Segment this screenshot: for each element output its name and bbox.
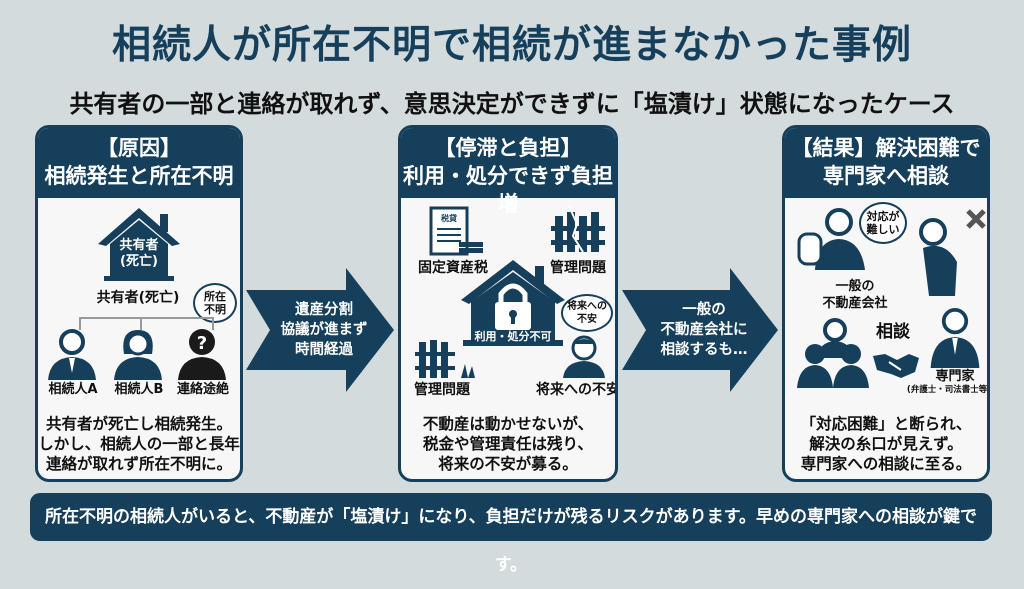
arrow-text: 一般の <box>682 302 726 318</box>
arrow-text: 時間経過 <box>295 342 353 358</box>
owner-label: 共有者(死亡) <box>96 290 180 306</box>
x-mark-icon <box>966 209 986 229</box>
house-label-line2: (死亡) <box>120 254 158 269</box>
svg-text:?: ? <box>197 333 207 354</box>
lock-label: 利用・処分不可 <box>474 330 552 343</box>
heir-label: 相続人B <box>114 382 164 397</box>
panel-header: 【原因】 相続発生と所在不明 <box>38 128 240 198</box>
panel-heading-line2: 相続発生と所在不明 <box>44 164 234 188</box>
bottom-banner: 所在不明の相続人がいると、不動産が「塩漬け」になり、負担だけが残るリスクがありま… <box>30 493 992 575</box>
arrow-shape <box>622 268 778 392</box>
worried-person-icon <box>563 335 605 378</box>
bowing-person-icon <box>919 218 957 296</box>
heir-a-icon <box>48 329 96 380</box>
desc-line: 連絡が取れず所在不明に。 <box>45 455 232 473</box>
agency-label: 一般の 不動産会社 <box>815 278 895 312</box>
heir-label: 相続人A <box>48 382 98 397</box>
expert-sub-label: (弁護士・司法書士等) <box>906 385 990 395</box>
locked-house-icon <box>461 260 565 346</box>
house-label: 共有者 (死亡) <box>106 238 172 270</box>
bubble-line2: 不安 <box>577 314 597 325</box>
cause-panel: 【原因】 相続発生と所在不明 共有者 (死亡) 共有者(死亡) 所在不明 ? 相… <box>35 125 243 482</box>
panel-header: 【停滞と負担】 利用・処分できず負担増 <box>401 128 615 216</box>
flow-arrow: 遺産分割協議が進まず時間経過 <box>246 268 396 392</box>
heir-label: 連絡途絶 <box>176 382 229 397</box>
clients-icon <box>797 318 869 388</box>
panel-heading-line1: 【停滞と負担】 <box>434 136 582 160</box>
heir-b-icon <box>114 330 162 380</box>
arrow-text: 遺産分割 <box>295 302 353 318</box>
panel-description: 不動産は動かせないが、 税金や管理責任は残り、 将来の不安が募る。 <box>401 414 615 474</box>
worry-bubble: 将来への不安 <box>561 294 613 332</box>
desc-line: 将来の不安が募る。 <box>438 455 578 473</box>
desc-line: 不動産は動かせないが、 <box>422 415 594 433</box>
desc-line: 「対応困難」と断られ、 <box>800 415 972 433</box>
bubble-line1: 対応が <box>866 210 900 223</box>
management-label-top: 管理問題 <box>550 260 606 276</box>
bubble-line2: 不明 <box>204 303 226 316</box>
family-tree-lines <box>79 317 214 330</box>
arrow-text: 協議が進まず <box>280 322 368 338</box>
difficult-bubble: 対応が難しい <box>859 202 907 244</box>
management-label-bottom: 管理問題 <box>414 382 470 398</box>
arrow-text: 不動産会社に <box>660 322 748 338</box>
worry-label: 将来への不安 <box>536 382 618 398</box>
unknown-person-icon: ? <box>178 329 226 380</box>
house-label-line1: 共有者 <box>119 238 159 253</box>
panel-heading-line1: 【結果】解決困難で <box>791 136 981 160</box>
burden-panel: 【停滞と負担】 利用・処分できず負担増 税貸 固定資産税 管理問題 利用・処分不… <box>398 125 618 482</box>
refusing-agent-icon <box>797 208 865 270</box>
panel-heading-line2: 利用・処分できず負担増 <box>403 164 613 216</box>
panel-description: 共有者が死亡し相続発生。 しかし、相続人の一部と長年 連絡が取れず所在不明に。 <box>38 414 240 474</box>
bubble-line2: 難しい <box>866 223 900 236</box>
agency-label-line1: 一般の <box>835 279 875 294</box>
panel-heading-line2: 専門家へ相談 <box>823 164 949 188</box>
bubble-line1: 所在 <box>204 290 226 303</box>
desc-line: 解決の糸口が見えず。 <box>809 435 963 453</box>
missing-bubble: 所在不明 <box>193 283 237 323</box>
arrow-shape <box>246 268 394 392</box>
handshake-icon <box>873 354 919 378</box>
page-subtitle: 共有者の一部と連絡が取れず、意思決定ができずに「塩漬け」状態になったケース <box>69 90 955 118</box>
broken-fence-icon <box>551 206 605 253</box>
house-icon <box>98 208 180 281</box>
desc-line: 専門家への相談に至る。 <box>800 455 972 473</box>
panel-description: 「対応困難」と断られ、 解決の糸口が見えず。 専門家への相談に至る。 <box>785 414 987 474</box>
consult-label: 相談 <box>876 322 910 342</box>
result-panel: 【結果】解決困難で 専門家へ相談 対応が難しい 一般の 不動産会社 相談 専門家… <box>782 125 990 482</box>
tax-doc-text: 税貸 <box>441 213 458 223</box>
panel-heading-line1: 【原因】 <box>97 136 181 160</box>
tax-document-icon: 税貸 <box>429 206 483 256</box>
desc-line: 税金や管理責任は残り、 <box>423 435 593 453</box>
arrow-text: 相談するも… <box>660 342 748 358</box>
expert-label: 専門家 <box>935 369 975 384</box>
desc-line: しかし、相続人の一部と長年 <box>38 435 240 453</box>
expert-icon <box>930 308 980 368</box>
agency-label-line2: 不動産会社 <box>822 296 888 311</box>
desc-line: 共有者が死亡し相続発生。 <box>45 415 232 433</box>
overgrown-fence-icon <box>415 340 475 378</box>
page-title: 相続人が所在不明で相続が進まなかった事例 <box>111 23 912 68</box>
flow-arrow: 一般の不動産会社に相談するも… <box>622 268 778 392</box>
panel-header: 【結果】解決困難で 専門家へ相談 <box>785 128 987 198</box>
tax-label: 固定資産税 <box>418 260 488 276</box>
bubble-line1: 将来への <box>567 301 607 312</box>
